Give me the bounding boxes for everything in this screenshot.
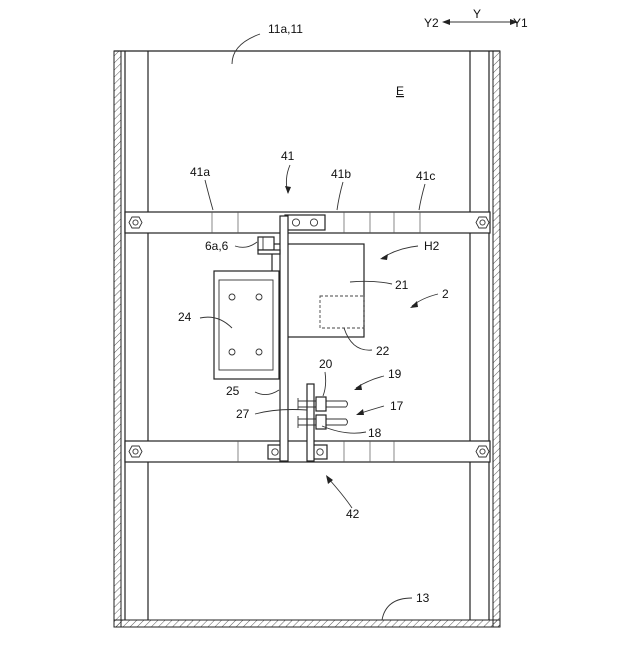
label-41c: 41c bbox=[416, 169, 435, 183]
label-11a-11: 11a,11 bbox=[268, 22, 303, 36]
label-2: 2 bbox=[442, 287, 449, 301]
component-24 bbox=[214, 271, 279, 379]
axis-indicator: Y Y2 Y1 bbox=[424, 7, 528, 30]
label-E: E bbox=[396, 84, 404, 98]
label-20: 20 bbox=[319, 357, 333, 371]
label-41: 41 bbox=[281, 149, 295, 163]
label-13: 13 bbox=[416, 591, 430, 605]
label-41b: 41b bbox=[331, 167, 351, 181]
axis-y1-label: Y1 bbox=[513, 16, 528, 30]
label-42: 42 bbox=[346, 507, 360, 521]
axis-y2-label: Y2 bbox=[424, 16, 439, 30]
label-21: 21 bbox=[395, 278, 409, 292]
label-27: 27 bbox=[236, 407, 250, 421]
label-25: 25 bbox=[226, 384, 240, 398]
label-24: 24 bbox=[178, 310, 192, 324]
outer-frame bbox=[114, 51, 500, 627]
upper-rail-41 bbox=[125, 212, 490, 233]
axis-y-label: Y bbox=[473, 7, 481, 21]
label-22: 22 bbox=[376, 344, 390, 358]
label-18: 18 bbox=[368, 426, 382, 440]
label-19: 19 bbox=[388, 367, 402, 381]
label-17: 17 bbox=[390, 399, 404, 413]
label-41a: 41a bbox=[190, 165, 210, 179]
label-H2: H2 bbox=[424, 239, 440, 253]
label-6a-6: 6a,6 bbox=[205, 239, 229, 253]
bracket-25 bbox=[280, 216, 288, 461]
